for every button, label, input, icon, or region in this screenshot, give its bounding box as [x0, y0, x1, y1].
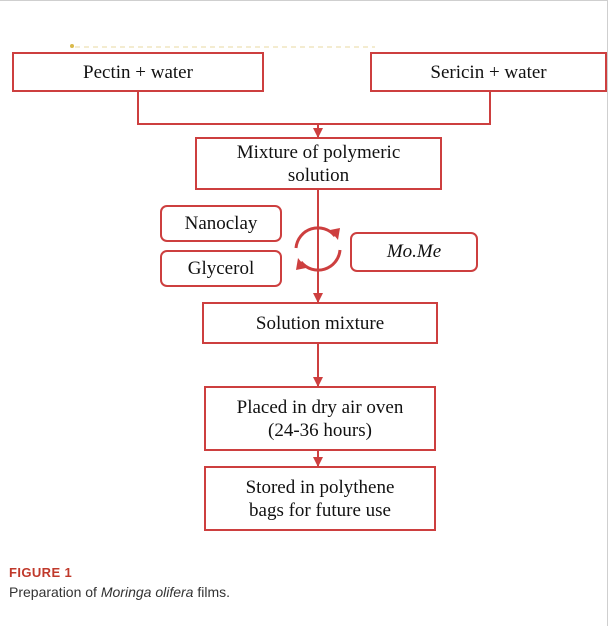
merge-connector [137, 92, 491, 125]
pectin-water-box: Pectin + water [12, 52, 264, 92]
figure-label: FIGURE 1 [9, 565, 73, 580]
mixing-arrow-top [294, 226, 337, 249]
polymeric-mixture-line1: Mixture of polymeric [236, 141, 401, 163]
polymeric-mixture-line2: solution [287, 164, 350, 186]
mixing-arrowhead-bottom [296, 258, 306, 270]
storage-line2: bags for future use [249, 499, 391, 521]
solution-mixture-label: Solution mixture [255, 312, 385, 334]
mome-tag: Mo.Me [350, 232, 478, 272]
glycerol-label: Glycerol [187, 257, 255, 279]
pectin-water-label: Pectin + water [83, 61, 193, 83]
mixing-arrow-bottom [299, 249, 342, 272]
sericin-water-box: Sericin + water [370, 52, 607, 92]
storage-line1: Stored in polythene [245, 476, 395, 498]
mome-label: Mo.Me [386, 241, 442, 262]
polymeric-mixture-box: Mixture of polymeric solution [195, 137, 442, 190]
dry-air-oven-line2: (24-36 hours) [268, 419, 372, 441]
dry-air-oven-line1: Placed in dry air oven [236, 396, 404, 418]
solution-mixture-box: Solution mixture [202, 302, 438, 344]
storage-box: Stored in polythene bags for future use [204, 466, 436, 531]
mixing-arrowhead-top [330, 228, 340, 240]
caption-text-before: Preparation of [9, 584, 101, 600]
figure-caption: Preparation of Moringa olifera films. [9, 584, 230, 600]
caption-species-name: Moringa olifera [100, 584, 194, 600]
guide-dot [70, 44, 74, 48]
caption-text-after: films. [193, 584, 231, 600]
nanoclay-label: Nanoclay [184, 212, 258, 234]
sericin-water-label: Sericin + water [430, 61, 547, 83]
nanoclay-tag: Nanoclay [160, 205, 282, 242]
dry-air-oven-box: Placed in dry air oven (24-36 hours) [204, 386, 436, 451]
glycerol-tag: Glycerol [160, 250, 282, 287]
